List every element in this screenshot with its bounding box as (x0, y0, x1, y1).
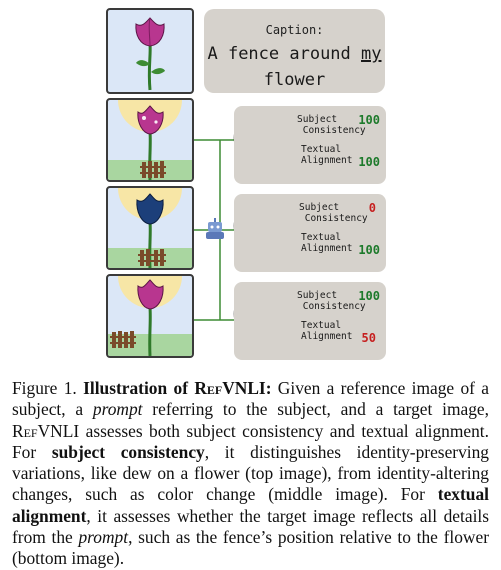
textual-alignment-score: 50 (361, 331, 376, 345)
fence-icon (110, 331, 136, 348)
dew-rose-icon (108, 100, 192, 180)
fence-icon (138, 249, 166, 266)
score-box-top (234, 106, 386, 184)
caption-text-5: , it assesses whether the target image r… (12, 505, 489, 548)
caption-bold-subject-consistency: subject consistency (51, 441, 205, 462)
caption-title-name: RefVNLI: (194, 378, 272, 398)
caption-box: Caption: A fence around my flower (204, 9, 385, 93)
caption-text-part-2: flower (263, 70, 326, 90)
caption-bold-textual-alignment: textual alignment (12, 484, 489, 526)
target-image-bottom (106, 274, 194, 358)
caption-text-part-1: A fence around (207, 44, 362, 64)
caption-text-underlined: my (361, 44, 382, 64)
caption-text-2: referring to the subject, and a target i… (142, 399, 489, 420)
caption-prompt-1: prompt (92, 399, 143, 420)
target-image-top (106, 98, 194, 182)
caption-method-name: RefVNLI (12, 420, 80, 441)
textual-alignment-score: 100 (358, 155, 380, 169)
robot-icon (204, 218, 226, 240)
caption-text-1: Given a reference image of a subject, a (12, 378, 489, 420)
subject-consistency-label: Subject Consistency (297, 290, 366, 312)
rose-fence-beside-icon (108, 276, 192, 356)
subject-consistency-label: Subject Consistency (297, 114, 366, 136)
subject-consistency-score: 100 (358, 289, 380, 303)
reference-image (106, 8, 194, 94)
caption-text-4: , it distinguishes identity-preserving v… (12, 441, 490, 505)
subject-consistency-score: 0 (368, 201, 376, 215)
figure-caption: Figure 1. Illustration of RefVNLI: Given… (12, 378, 489, 570)
caption-title: Illustration of (83, 378, 195, 398)
score-box-middle (234, 194, 386, 272)
target-image-middle (106, 186, 194, 270)
blue-rose-icon (108, 188, 192, 268)
pink-rose-icon (135, 17, 165, 91)
figure-number: Figure 1. (12, 378, 77, 398)
caption-prompt-2: prompt (78, 527, 129, 548)
textual-alignment-score: 100 (358, 243, 380, 257)
caption-label: Caption: (265, 23, 324, 37)
caption-text-3: assesses both subject consistency and te… (12, 420, 489, 462)
score-box-bottom (234, 282, 386, 360)
fence-icon (140, 161, 166, 178)
subject-consistency-label: Subject Consistency (299, 202, 368, 224)
caption-text: A fence around my flower (204, 41, 385, 93)
subject-consistency-score: 100 (358, 113, 380, 127)
